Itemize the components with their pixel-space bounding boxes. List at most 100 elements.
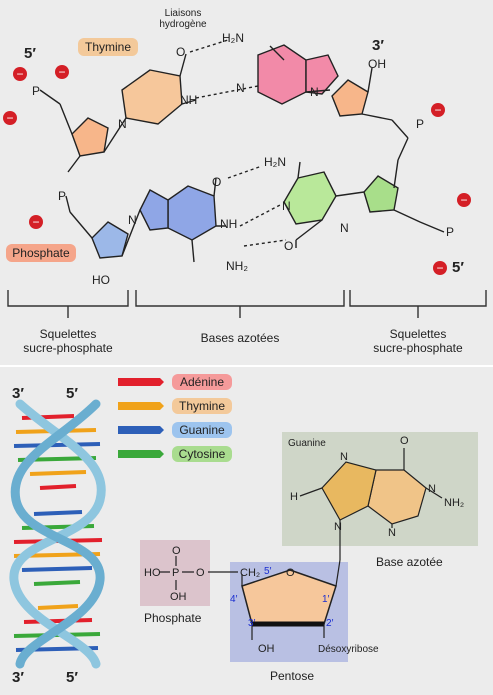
legend-label-bg-2 — [172, 422, 232, 438]
atom-o-ring: O — [286, 567, 295, 579]
brackets — [7, 290, 487, 318]
atom-h2n-2: H₂N — [264, 155, 286, 169]
svg-text:−: − — [6, 111, 13, 125]
sugar-bottom-left — [91, 221, 129, 259]
negative-charges: − − − − − − − — [3, 65, 471, 275]
carbon-1: 1′ — [322, 594, 330, 605]
bracket-middle: Bases azotées — [201, 331, 280, 345]
guanine-bonds — [299, 448, 443, 560]
atom-o-2: O — [212, 175, 221, 189]
legend-label-bg-0 — [172, 374, 232, 390]
atom-nh2-1: NH₂ — [226, 259, 248, 273]
atom-p-1: P — [32, 84, 40, 98]
atom-oh-s: OH — [258, 643, 275, 655]
legend-bar-0 — [118, 378, 164, 386]
legend-label-bg-3 — [172, 446, 232, 462]
bracket-labels: Squelettes sucre-phosphate Bases azotées… — [23, 327, 463, 355]
atom-n-4: N — [282, 199, 291, 213]
end-5-left: 5′ — [24, 45, 36, 62]
nucleotide-detail: Guanine Base azotée Phosphate Pentose Dé… — [140, 432, 478, 683]
guanine-title: Guanine — [288, 438, 326, 449]
pentose-bonds — [208, 559, 341, 640]
thymine-label-bg — [78, 38, 138, 56]
top-structure — [39, 39, 445, 263]
atom-ho-p: HO — [144, 567, 161, 579]
adenine-ring — [257, 44, 307, 105]
bracket-left-line-2: sucre-phosphate — [23, 341, 113, 355]
legend-bar-2 — [118, 426, 164, 434]
svg-text:−: − — [32, 215, 39, 229]
atom-ho-1: HO — [92, 273, 110, 287]
phosphate-box — [140, 540, 210, 606]
atom-n-g1: N — [340, 451, 348, 463]
atom-nh-1: NH — [180, 93, 197, 107]
atom-h2n-1: H₂N — [222, 31, 244, 45]
phosphate-label: Phosphate — [12, 246, 70, 260]
helix-bottom-3: 3′ — [12, 669, 24, 686]
guanine-ring — [167, 185, 217, 241]
atom-n-6: N — [340, 221, 349, 235]
carbon-4: 4′ — [230, 594, 238, 605]
bracket-left-line-1: Squelettes — [40, 327, 97, 341]
desoxy-label: Désoxyribose — [318, 644, 379, 655]
atom-p-p: P — [172, 567, 179, 579]
legend-label-1: Thymine — [179, 399, 225, 413]
atom-o-p2: O — [196, 567, 205, 579]
end-5-right: 5′ — [452, 259, 464, 276]
carbon-5: 5′ — [264, 566, 272, 577]
atom-n-g2: N — [334, 521, 342, 533]
svg-text:−: − — [460, 193, 467, 207]
phosphate-bonds — [160, 556, 194, 590]
end-3-right: 3′ — [372, 37, 384, 54]
atom-n-3: N — [310, 85, 319, 99]
cytosine-ring — [283, 171, 337, 225]
legend-label-0: Adénine — [180, 375, 224, 389]
guanine-imidazole — [139, 189, 169, 231]
atom-p-2: P — [58, 189, 66, 203]
atom-o-g: O — [400, 435, 409, 447]
sugar-top-right — [331, 79, 369, 117]
svg-text:−: − — [436, 261, 443, 275]
phosphate-detail-label: Phosphate — [144, 611, 202, 625]
top-labels: 5′ 3′ 5′ Liaisons hydrogène Thymine Phos… — [6, 8, 464, 287]
bracket-right-line-1: Squelettes — [390, 327, 447, 341]
atom-o-p1: O — [172, 545, 181, 557]
svg-text:−: − — [16, 67, 23, 81]
atom-o-3: O — [284, 239, 293, 253]
legend-label-2: Guanine — [179, 423, 225, 437]
helix-top-5: 5′ — [66, 385, 78, 402]
hydrogen-bond-lines — [189, 39, 287, 247]
carbon-2: 2′ — [326, 618, 334, 629]
bracket-right-line-2: sucre-phosphate — [373, 341, 463, 355]
atom-n-g4: N — [388, 527, 396, 539]
helix-top-3: 3′ — [12, 385, 24, 402]
pentose-label: Pentose — [270, 669, 314, 683]
adenine-imidazole — [305, 54, 339, 95]
atom-o-1: O — [176, 45, 185, 59]
sugar-right — [363, 175, 399, 213]
base-label: Base azotée — [376, 555, 443, 569]
legend-bar-1 — [118, 402, 164, 410]
atom-oh-p: OH — [170, 591, 187, 603]
svg-text:−: − — [434, 103, 441, 117]
atom-ch2: CH₂ — [240, 567, 260, 579]
carbon-3: 3′ — [248, 618, 256, 629]
svg-text:−: − — [58, 65, 65, 79]
atom-n-g3: N — [428, 483, 436, 495]
atom-nh2-g: NH₂ — [444, 497, 464, 509]
atom-p-3: P — [416, 117, 424, 131]
atom-n-2: N — [236, 81, 245, 95]
atom-oh-1: OH — [368, 57, 386, 71]
thymine-label: Thymine — [85, 40, 131, 54]
legend-label-bg-1 — [172, 398, 232, 414]
hydrogen-bonds-line-2: hydrogène — [159, 19, 207, 30]
legend-label-3: Cytosine — [179, 447, 226, 461]
sugar-left — [71, 117, 109, 157]
atom-n-5: N — [128, 213, 137, 227]
atom-h: H — [290, 491, 298, 503]
atom-n-1: N — [118, 117, 127, 131]
atom-nh-2: NH — [220, 217, 237, 231]
